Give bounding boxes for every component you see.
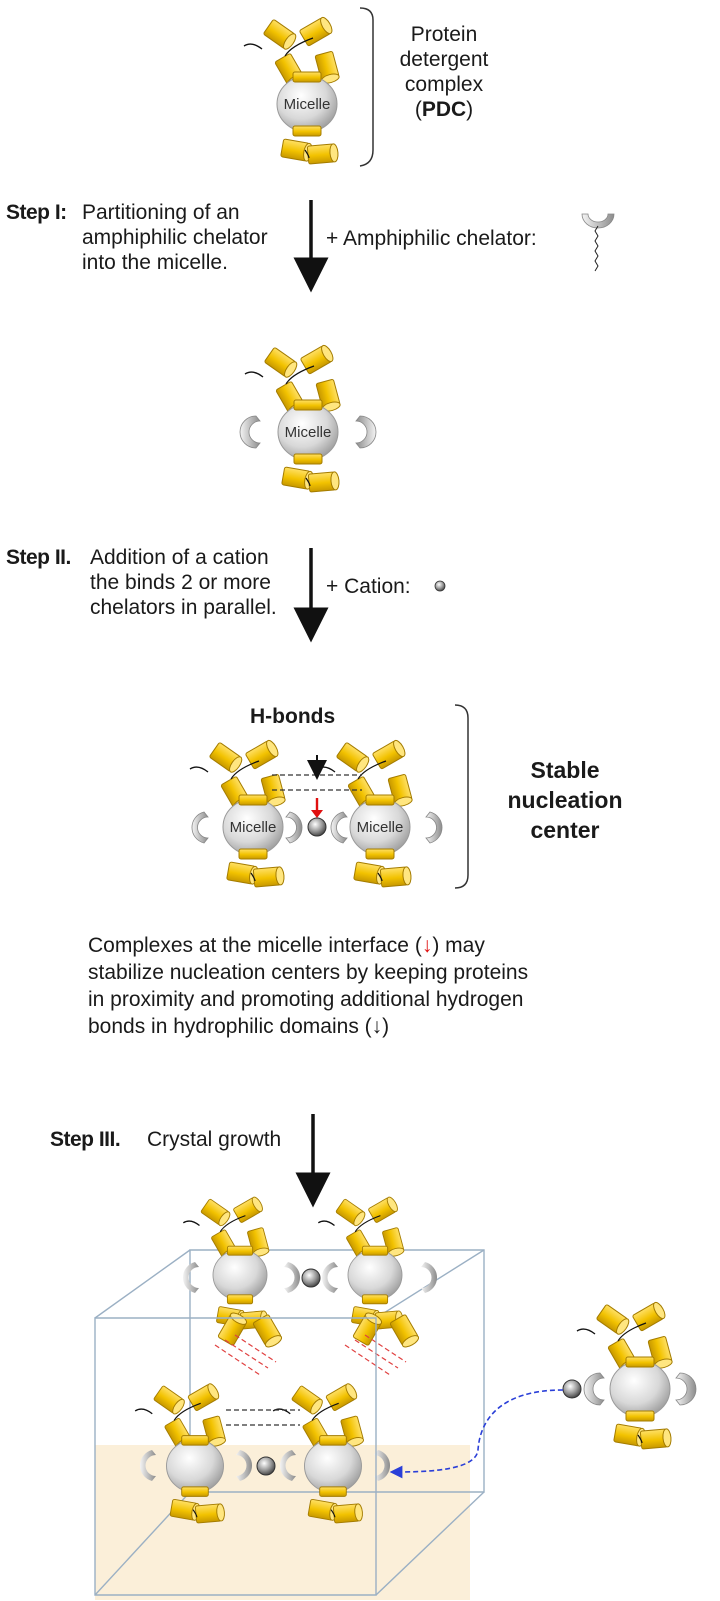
para-text4b: ) <box>382 1015 390 1038</box>
pdc-abbr: PDC <box>421 98 467 121</box>
pdc-line2: detergent <box>399 48 489 71</box>
cation-icon <box>434 580 446 592</box>
hbonds-label: H-bonds <box>250 705 336 728</box>
nucleation-line2: nucleation <box>507 787 623 813</box>
incoming-path-arrow <box>389 1389 564 1479</box>
pdc-chelator-figure <box>239 344 377 492</box>
step3-label: Step III. <box>50 1128 121 1151</box>
amphiphilic-chelator-icon <box>581 213 615 272</box>
pdc-close-paren: ) <box>466 98 474 121</box>
pdc-caption: Protein detergent complex (PDC) <box>384 22 504 122</box>
para-text1b: ) may <box>432 934 485 957</box>
step1-desc-line2: amphiphilic chelator <box>82 226 268 249</box>
para-line3: in proximity and promoting additional hy… <box>88 988 524 1011</box>
red-arrow-icon: ↓ <box>421 934 433 957</box>
para-text4: bonds in hydrophilic domains ( <box>88 1015 372 1038</box>
incoming-pdc-figure <box>562 1301 697 1449</box>
step2-description: Addition of a cation the binds 2 or more… <box>90 545 277 620</box>
step2-desc-line1: Addition of a cation <box>90 546 269 569</box>
step1-desc-line1: Partitioning of an <box>82 201 240 224</box>
nucleation-figure <box>190 739 443 887</box>
micelle-label-top: Micelle <box>284 96 331 113</box>
micelle-label-nuc-right: Micelle <box>357 819 404 836</box>
black-arrow-icon: ↓ <box>371 1015 383 1038</box>
step2-desc-line2: the binds 2 or more <box>90 571 271 594</box>
pdc-top-figure <box>244 16 340 164</box>
pdc-line1: Protein <box>410 23 478 46</box>
para-line1: Complexes at the micelle interface (↓) m… <box>88 932 588 959</box>
nucleation-line1: Stable <box>530 757 600 783</box>
step2-desc-line3: chelators in parallel. <box>90 596 277 619</box>
step2-reagent: + Cation: <box>326 575 411 598</box>
pdc-bracket <box>359 7 374 167</box>
para-line2: stabilize nucleation centers by keeping … <box>88 961 529 984</box>
nucleation-bracket <box>454 704 469 889</box>
step3-description: Crystal growth <box>147 1128 282 1151</box>
pdc-line3: complex <box>404 73 484 96</box>
step2-label: Step II. <box>6 546 71 569</box>
pdc-line4: (PDC) <box>384 97 504 122</box>
nucleation-caption: Stable nucleation center <box>490 755 640 845</box>
step1-reagent: + Amphiphilic chelator: <box>326 227 537 250</box>
step1-desc-line3: into the micelle. <box>82 251 228 274</box>
micelle-label-mid: Micelle <box>285 424 332 441</box>
micelle-label-nuc-left: Micelle <box>230 819 277 836</box>
para-line4: bonds in hydrophilic domains (↓) <box>88 1013 588 1040</box>
step1-description: Partitioning of an amphiphilic chelator … <box>82 200 268 275</box>
step1-label: Step I: <box>6 201 67 224</box>
para-text1: Complexes at the micelle interface ( <box>88 934 422 957</box>
explanation-paragraph: Complexes at the micelle interface (↓) m… <box>88 932 588 1040</box>
nucleation-line3: center <box>530 817 600 843</box>
crystal-lattice-figure <box>94 1196 485 1600</box>
pdc-open-paren: ( <box>414 98 422 121</box>
